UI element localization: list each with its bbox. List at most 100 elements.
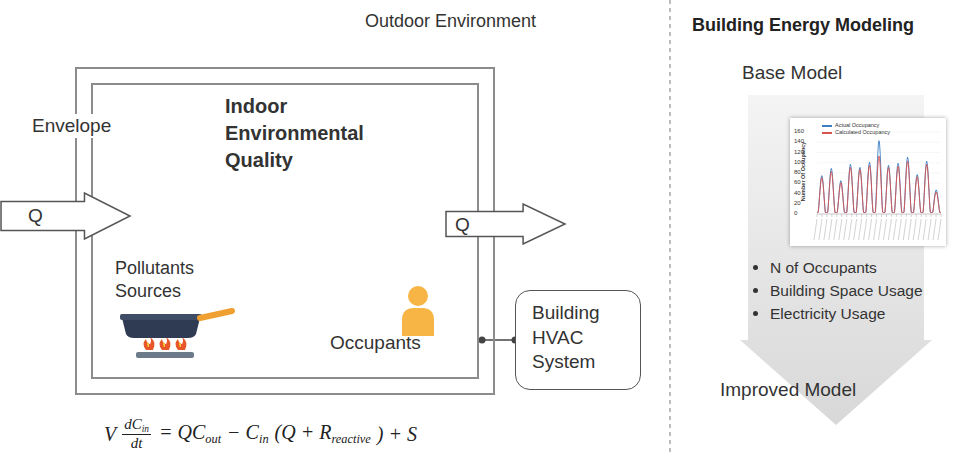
chart-date-mark	[854, 219, 857, 240]
chart-date-mark	[834, 219, 837, 240]
formula-text: = QC	[159, 421, 205, 443]
block-arrow-shape	[0, 192, 132, 240]
text-label: Improved Model	[720, 378, 856, 402]
chart-date-mark	[888, 219, 891, 240]
chart-tick	[906, 214, 907, 217]
chart-date-mark	[913, 219, 916, 240]
text-label: Pollutants Sources	[115, 257, 215, 302]
chart-date-mark	[844, 219, 847, 240]
text-label: Number Of Occupancy	[800, 142, 807, 202]
text-label: Base Model	[742, 61, 842, 85]
chart-tick	[921, 214, 922, 217]
fraction-numerator: dCin	[122, 416, 151, 435]
formula-text: V	[104, 423, 116, 446]
formula-text: − C	[227, 421, 259, 443]
chart-tick	[817, 214, 818, 217]
chart-tick	[826, 214, 827, 217]
node-text: Indoor Environmental Quality	[225, 93, 415, 174]
bullet-text: Building Space Usage	[770, 281, 923, 300]
chart-tick	[891, 214, 892, 217]
block-arrow-outline	[1, 193, 130, 239]
chart-tick	[886, 214, 887, 217]
chart-date-mark	[839, 219, 842, 240]
chart-date-mark	[829, 219, 832, 240]
formula-subscript: out	[205, 432, 221, 446]
chart-date-mark	[898, 219, 901, 240]
chart-tick	[821, 214, 822, 217]
text-label: Building Energy Modeling	[692, 14, 914, 37]
chart-date-mark	[814, 219, 817, 240]
formula-text: (Q + R	[275, 421, 332, 443]
chart-tick	[831, 214, 832, 217]
chart-tick	[836, 214, 837, 217]
chart-date-mark	[859, 219, 862, 240]
chart-gridline	[817, 203, 941, 204]
chart-date-mark	[933, 219, 936, 240]
hvac-box: Building HVAC System	[515, 290, 641, 390]
chart-axis	[817, 214, 941, 215]
chart-tick	[876, 214, 877, 217]
chart-tick	[846, 214, 847, 217]
pan-illustration	[120, 311, 232, 358]
occupancy-chart: 020406080100120140160Number Of Occupancy…	[790, 118, 946, 246]
formula-text: dt	[131, 435, 143, 451]
divider-line	[669, 0, 670, 455]
chart-tick	[861, 214, 862, 217]
chart-tick	[871, 214, 872, 217]
chart-date-mark	[893, 219, 896, 240]
envelope-box: Indoor Environmental QualityOccupants	[75, 67, 495, 395]
chart-series	[817, 141, 941, 213]
bullet-text: N of Occupants	[770, 258, 877, 277]
chart-gridline	[817, 214, 941, 215]
bullet-text: Electricity Usage	[770, 304, 885, 323]
connector	[478, 337, 519, 344]
chart-date-mark	[869, 219, 872, 240]
chart-gridline	[817, 193, 941, 194]
chart-tick	[856, 214, 857, 217]
chart-tick	[881, 214, 882, 217]
chart-tick	[866, 214, 867, 217]
airflow-arrow: Q	[0, 192, 132, 240]
chart-series	[817, 156, 941, 212]
text-label: 20	[794, 200, 801, 208]
text-label: Outdoor Environment	[365, 10, 536, 33]
fraction-denominator: dt	[131, 435, 143, 452]
mass-balance-formula: VdCindt= QCout− Cin(Q + Rreactive) + S	[104, 416, 417, 452]
legend-text: Actual Occupancy	[835, 122, 879, 129]
chart-date-mark	[849, 219, 852, 240]
bullet-dot	[753, 311, 758, 316]
chart-plot	[790, 118, 946, 246]
chart-date-mark	[824, 219, 827, 240]
legend-swatch	[822, 125, 832, 127]
chart-tick	[936, 214, 937, 217]
occupants-node: Occupants	[325, 300, 478, 380]
chart-tick	[901, 214, 902, 217]
chart-tick	[916, 214, 917, 217]
connector-dot	[479, 337, 486, 344]
chart-tick	[931, 214, 932, 217]
chart-date-mark	[938, 219, 941, 240]
formula-term: − Cin	[227, 421, 268, 447]
chart-tick	[851, 214, 852, 217]
text-label: 80	[794, 169, 801, 177]
chart-tick	[911, 214, 912, 217]
formula-subscript: in	[142, 424, 149, 434]
chart-date-mark	[918, 219, 921, 240]
bullet-dot	[753, 265, 758, 270]
formula-subscript: reactive	[331, 432, 370, 446]
formula-term: (Q + Rreactive	[275, 421, 371, 447]
text-label: 0	[794, 210, 797, 218]
chart-gridline	[817, 183, 941, 184]
chart-date-mark	[819, 219, 822, 240]
formula-text: dC	[124, 416, 142, 432]
chart-gridline	[817, 152, 941, 153]
chart-date-mark	[908, 219, 911, 240]
bullet-dot	[753, 288, 758, 293]
text-label: Envelope	[30, 114, 113, 138]
chart-date-mark	[903, 219, 906, 240]
node-text: Occupants	[330, 331, 421, 355]
chart-tick	[941, 214, 942, 217]
block-arrow-outline	[446, 204, 565, 244]
formula-text: ) + S	[377, 423, 417, 446]
text-label: 40	[794, 190, 801, 198]
